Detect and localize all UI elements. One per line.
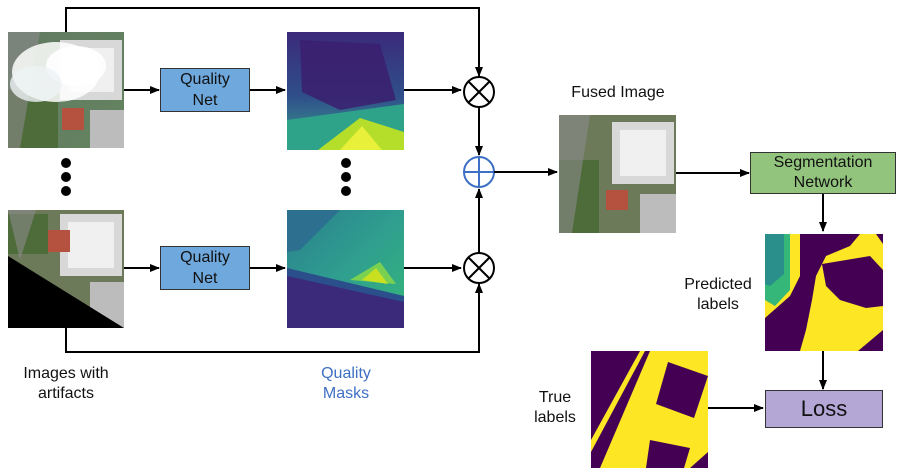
circled-plus-icon xyxy=(463,156,495,188)
predicted-labels-image xyxy=(765,234,883,351)
bypass-line-bottom xyxy=(65,283,483,353)
true-labels-image xyxy=(591,351,708,468)
input-image-cloud xyxy=(8,32,124,148)
quality-masks-caption: Quality Masks xyxy=(321,365,371,402)
true-labels-caption: True labels xyxy=(534,389,576,426)
loss-box: Loss xyxy=(765,390,883,428)
ellipsis-dots-masks xyxy=(341,158,351,196)
predicted-labels-caption: Predicted labels xyxy=(684,276,752,313)
bypass-line-top xyxy=(65,7,483,77)
quality-net-label: Quality Net xyxy=(180,71,230,109)
ellipsis-dots-images xyxy=(61,158,71,196)
images-with-artifacts-caption: Images with artifacts xyxy=(23,365,109,402)
loss-label: Loss xyxy=(800,396,848,421)
quality-net-label: Quality Net xyxy=(180,249,230,287)
circled-times-icon xyxy=(463,252,495,284)
quality-mask-1 xyxy=(287,32,404,150)
segmentation-network-label: Segmentation Network xyxy=(773,154,873,191)
circled-times-icon xyxy=(463,76,495,108)
segmentation-network-box: Segmentation Network xyxy=(750,152,896,194)
quality-mask-2 xyxy=(287,210,404,328)
fused-image xyxy=(559,115,676,233)
input-image-occluded xyxy=(8,210,124,328)
quality-net-box-2: Quality Net xyxy=(160,246,250,290)
fused-image-label: Fused Image xyxy=(571,84,665,101)
quality-net-box-1: Quality Net xyxy=(160,68,250,112)
